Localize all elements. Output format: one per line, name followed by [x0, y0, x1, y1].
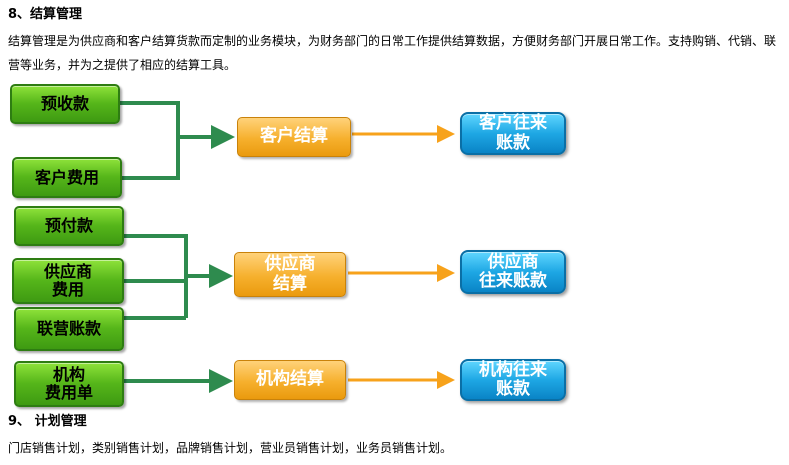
group-supplier-connectors	[124, 234, 233, 320]
node-agency-account: 机构往来 账款	[460, 359, 566, 401]
node-supplier-account: 供应商 往来账款	[460, 250, 566, 294]
section-9-heading: 9、 计划管理	[8, 414, 87, 429]
node-supplier-settlement: 供应商 结算	[234, 252, 346, 297]
node-prepayment: 预付款	[14, 206, 124, 246]
section-8-heading: 8、结算管理	[8, 7, 83, 22]
node-customer-account: 客户往来 账款	[460, 112, 566, 155]
node-joint-account: 联营账款	[14, 307, 124, 351]
section-8-paragraph: 结算管理是为供应商和客户结算货款而定制的业务模块，为财务部门的日常工作提供结算数…	[8, 34, 777, 72]
node-supplier-fee: 供应商 费用	[12, 258, 124, 304]
connector-customer-fee	[122, 137, 180, 180]
connector-prepayment	[124, 234, 188, 318]
section-9-paragraph: 门店销售计划，类别销售计划，品牌销售计划，营业员销售计划，业务员销售计划。	[8, 441, 453, 455]
node-customer-fee: 客户费用	[12, 157, 122, 198]
node-prepaid-receipt: 预收款	[10, 84, 120, 124]
node-agency-settlement: 机构结算	[234, 360, 346, 400]
node-customer-settlement: 客户结算	[237, 117, 351, 157]
group-customer-connectors	[120, 101, 235, 180]
connector-prepaid-receipt	[120, 101, 180, 137]
node-agency-fee: 机构 费用单	[14, 361, 124, 407]
